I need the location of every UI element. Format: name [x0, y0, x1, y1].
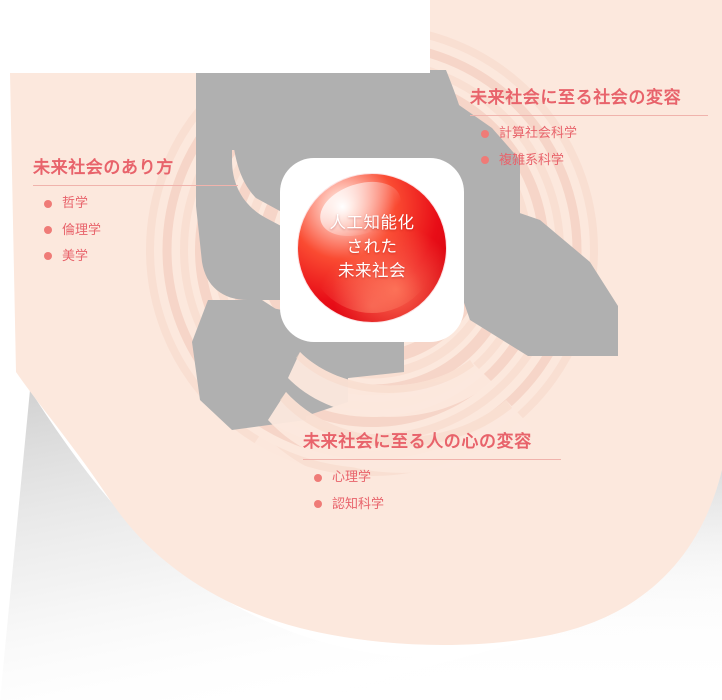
topic-block-social-transformation: 未来社会に至る社会の変容 計算社会科学 複雑系科学	[470, 88, 708, 178]
list-item: 複雑系科学	[470, 152, 708, 168]
list-item-label: 哲学	[62, 195, 89, 211]
list-item: 計算社会科学	[470, 125, 708, 141]
list-item-label: 計算社会科学	[499, 125, 578, 141]
topic-item-list: 哲学 倫理学 美学	[33, 195, 238, 264]
list-item: 哲学	[33, 195, 238, 211]
list-item: 心理学	[303, 469, 561, 485]
list-item-label: 美学	[62, 247, 89, 263]
sphere-label-line-3: 未来社会	[338, 261, 406, 280]
topic-item-list: 計算社会科学 複雑系科学	[470, 125, 708, 168]
topic-item-list: 心理学 認知科学	[303, 469, 561, 512]
list-item: 倫理学	[33, 222, 238, 238]
list-item-label: 心理学	[332, 469, 372, 485]
bullet-icon	[44, 252, 52, 261]
topic-block-future-society-form: 未来社会のあり方 哲学 倫理学 美学	[33, 158, 238, 274]
bullet-icon	[314, 499, 322, 508]
central-sphere-group: 人工知能化 された 未来社会	[272, 150, 472, 350]
sphere-label: 人工知能化 された 未来社会	[298, 174, 446, 322]
list-item: 認知科学	[303, 496, 561, 512]
topic-title: 未来社会に至る人の心の変容	[303, 432, 561, 461]
bullet-icon	[481, 155, 489, 164]
list-item-label: 複雑系科学	[499, 151, 565, 167]
list-item: 美学	[33, 248, 238, 264]
sphere-label-line-2: された	[346, 238, 398, 257]
bullet-icon	[44, 225, 52, 234]
sphere-label-line-1: 人工知能化	[329, 214, 415, 233]
topic-title: 未来社会のあり方	[33, 158, 238, 187]
sphere-rim-glow	[306, 182, 438, 314]
bullet-icon	[481, 129, 489, 138]
central-sphere: 人工知能化 された 未来社会	[298, 172, 446, 322]
list-item-label: 認知科学	[332, 495, 385, 511]
topic-title: 未来社会に至る社会の変容	[470, 88, 708, 117]
bullet-icon	[314, 473, 322, 482]
list-item-label: 倫理学	[62, 221, 102, 237]
bullet-icon	[44, 199, 52, 208]
topic-block-mind-transformation: 未来社会に至る人の心の変容 心理学 認知科学	[303, 432, 561, 522]
